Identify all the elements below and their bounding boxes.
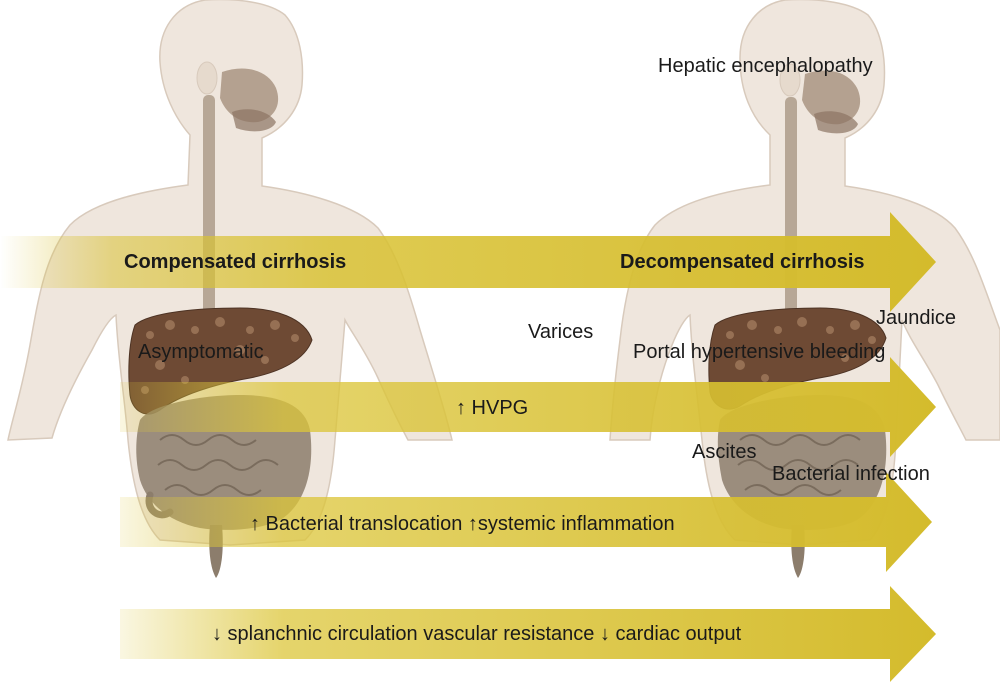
portal-hypertensive-bleeding-label: Portal hypertensive bleeding bbox=[633, 341, 886, 363]
right-body-figure bbox=[609, 0, 1000, 578]
right-liver-spots bbox=[726, 317, 876, 382]
jaundice-label: Jaundice bbox=[876, 307, 957, 329]
right-intestine-coils bbox=[737, 434, 861, 496]
hepatic-encephalopathy-label: Hepatic encephalopathy bbox=[658, 55, 873, 77]
bacterial-translocation-arrow-label: ↑ Bacterial translocation ↑systemic infl… bbox=[250, 513, 675, 535]
ascites-label: Ascites bbox=[692, 441, 757, 463]
arrow-cirrhosis-progression bbox=[0, 212, 936, 312]
varices-label: Varices bbox=[528, 321, 594, 343]
arrow-bacterial-translocation bbox=[120, 472, 932, 572]
compensated-cirrhosis-label: Compensated cirrhosis bbox=[124, 251, 347, 273]
splanchnic-arrow-label: ↓ splanchnic circulation vascular resist… bbox=[212, 623, 742, 645]
right-mouth bbox=[814, 111, 858, 134]
left-intestine-coils bbox=[157, 434, 279, 496]
right-esophagus bbox=[785, 97, 797, 322]
left-body-figure bbox=[7, 0, 453, 578]
hvpg-arrow-label: ↑ HVPG bbox=[456, 397, 529, 419]
right-nasal-cavity bbox=[802, 70, 861, 125]
left-liver-spots bbox=[141, 317, 299, 394]
arrow-hvpg bbox=[120, 357, 936, 457]
left-mouth bbox=[232, 109, 276, 132]
asymptomatic-label: Asymptomatic bbox=[138, 341, 264, 363]
left-ear bbox=[196, 61, 218, 95]
right-ear bbox=[779, 63, 801, 97]
bacterial-infection-label: Bacterial infection bbox=[772, 463, 930, 485]
left-nasal-cavity bbox=[220, 68, 279, 123]
arrow-splanchnic bbox=[120, 586, 936, 682]
decompensated-cirrhosis-label: Decompensated cirrhosis bbox=[620, 251, 865, 273]
